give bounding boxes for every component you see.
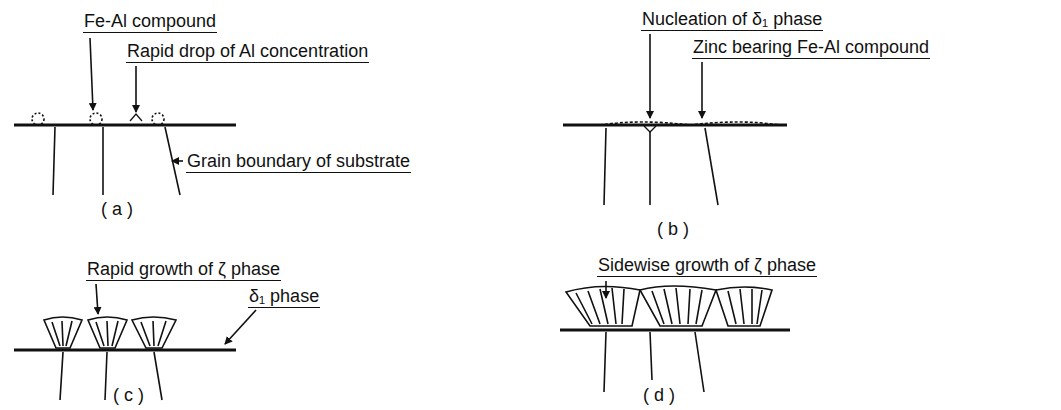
callout-label: δ₁ phase [248,285,320,308]
panel-letter: ( d ) [642,384,676,406]
callout-label: Rapid drop of Al concentration [126,40,369,63]
callout-label: Fe-Al compound [83,10,217,33]
callout-label: Grain boundary of substrate [186,150,411,173]
callout-label: Sidewise growth of ζ phase [597,254,817,277]
panel-letter: ( c ) [112,384,145,406]
panel-letter: ( a ) [100,198,134,220]
panel-letter: ( b ) [656,218,690,240]
callout-label: Rapid growth of ζ phase [86,258,281,281]
callout-label: Nucleation of δ₁ phase [641,8,823,31]
callout-label: Zinc bearing Fe-Al compound [692,36,930,59]
